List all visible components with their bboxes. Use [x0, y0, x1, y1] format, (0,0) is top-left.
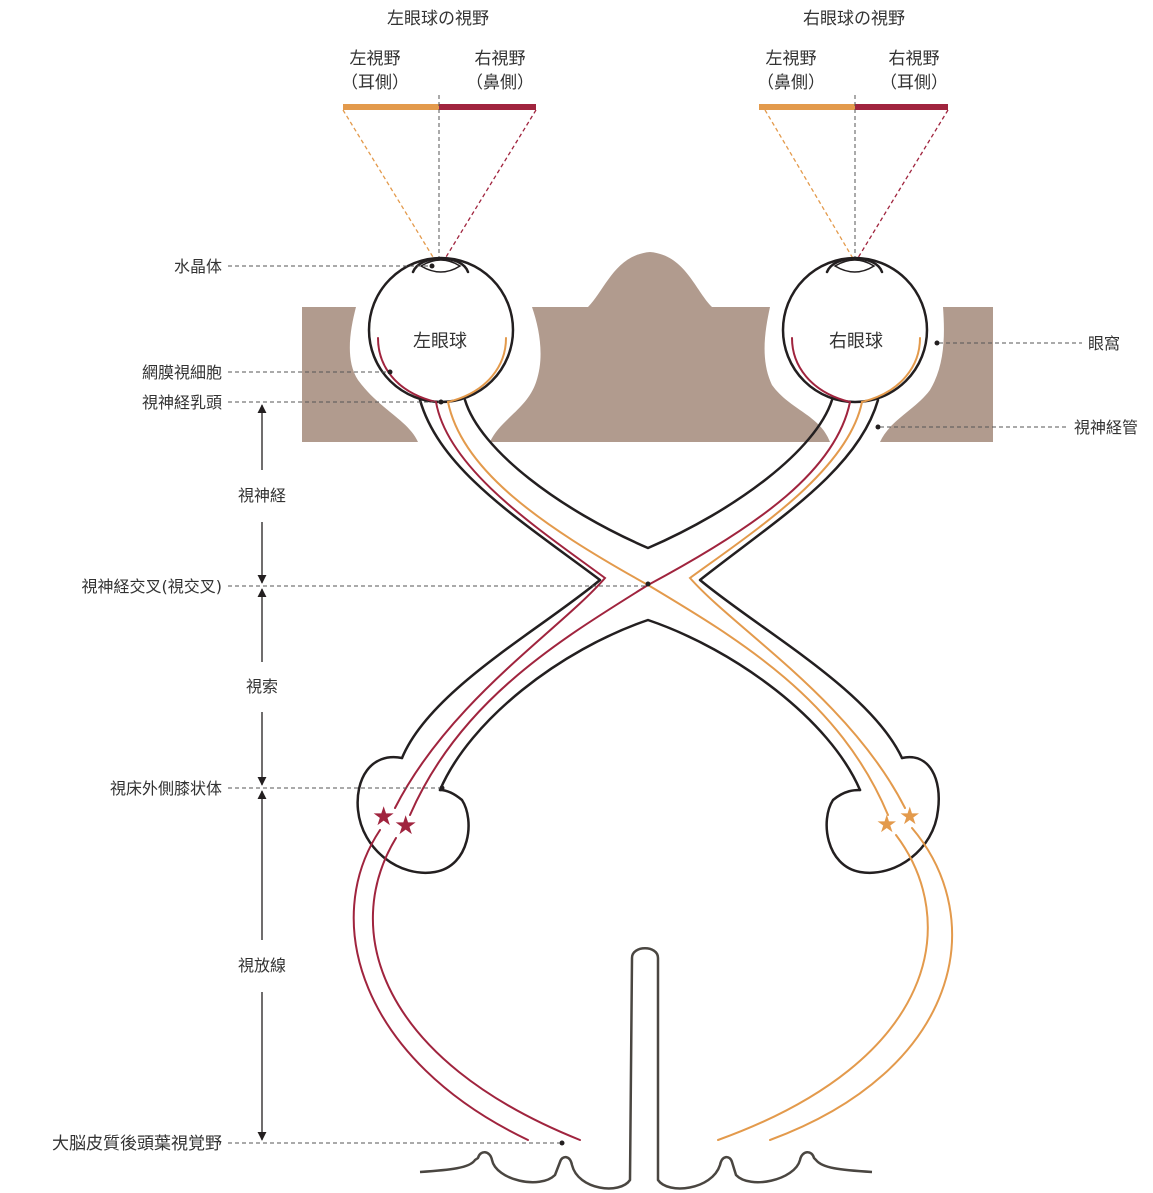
right-eye-field-bar-temporal — [855, 104, 948, 110]
lgn-star-crimson-2: ★ — [394, 811, 417, 841]
optic-radiation-label: 視放線 — [238, 956, 286, 975]
right-eye-right-field-sub: （耳側） — [880, 73, 948, 93]
chiasm-label: 視神経交叉(視交叉) — [82, 577, 223, 596]
left-eye-right-field-sub: （鼻側） — [466, 73, 534, 93]
optic-nerve-label: 視神経 — [238, 486, 286, 505]
optic-disc-label: 視神経乳頭 — [142, 393, 222, 412]
orbit-label: 眼窩 — [1088, 334, 1120, 353]
optic-tract-label: 視索 — [246, 677, 278, 696]
left-eye-field-header: 左眼球の視野 — [387, 9, 489, 29]
lens-label: 水晶体 — [174, 257, 222, 276]
optic-canal-label: 視神経管 — [1074, 418, 1138, 437]
right-eye-right-field-label: 右視野 — [889, 49, 940, 69]
lgn-label: 視床外側膝状体 — [110, 779, 222, 798]
left-eye-field-bar-temporal — [343, 104, 439, 110]
lgn-star-crimson-1: ★ — [372, 802, 395, 832]
left-eyeball — [369, 258, 513, 402]
right-eyeball-label: 右眼球 — [829, 331, 883, 352]
right-eye-field-bar-nasal — [759, 104, 855, 110]
right-eye-left-field-label: 左視野 — [766, 49, 817, 69]
visual-cortex-label: 大脳皮質後頭葉視覚野 — [52, 1134, 222, 1154]
left-eyeball-label: 左眼球 — [413, 331, 467, 352]
right-nerve-outline-outer — [700, 400, 902, 758]
left-eye-right-field-label: 右視野 — [475, 49, 526, 69]
right-eye-left-field-sub: （鼻側） — [757, 73, 825, 93]
left-eye-left-field-sub: （耳側） — [341, 73, 409, 93]
lower-tract-outline — [440, 620, 860, 790]
retina-cells-label: 網膜視細胞 — [142, 363, 222, 382]
lgn-star-orange-1: ★ — [876, 810, 898, 838]
left-eye-left-field-label: 左視野 — [350, 49, 401, 69]
nasal-bone-area — [490, 252, 830, 442]
right-eye-field-header: 右眼球の視野 — [803, 9, 905, 29]
occipital-cortex-outline — [420, 948, 872, 1188]
left-eye-field-bar-nasal — [439, 104, 536, 110]
right-eyeball — [783, 258, 927, 402]
lgn-star-orange-2: ★ — [899, 802, 921, 830]
